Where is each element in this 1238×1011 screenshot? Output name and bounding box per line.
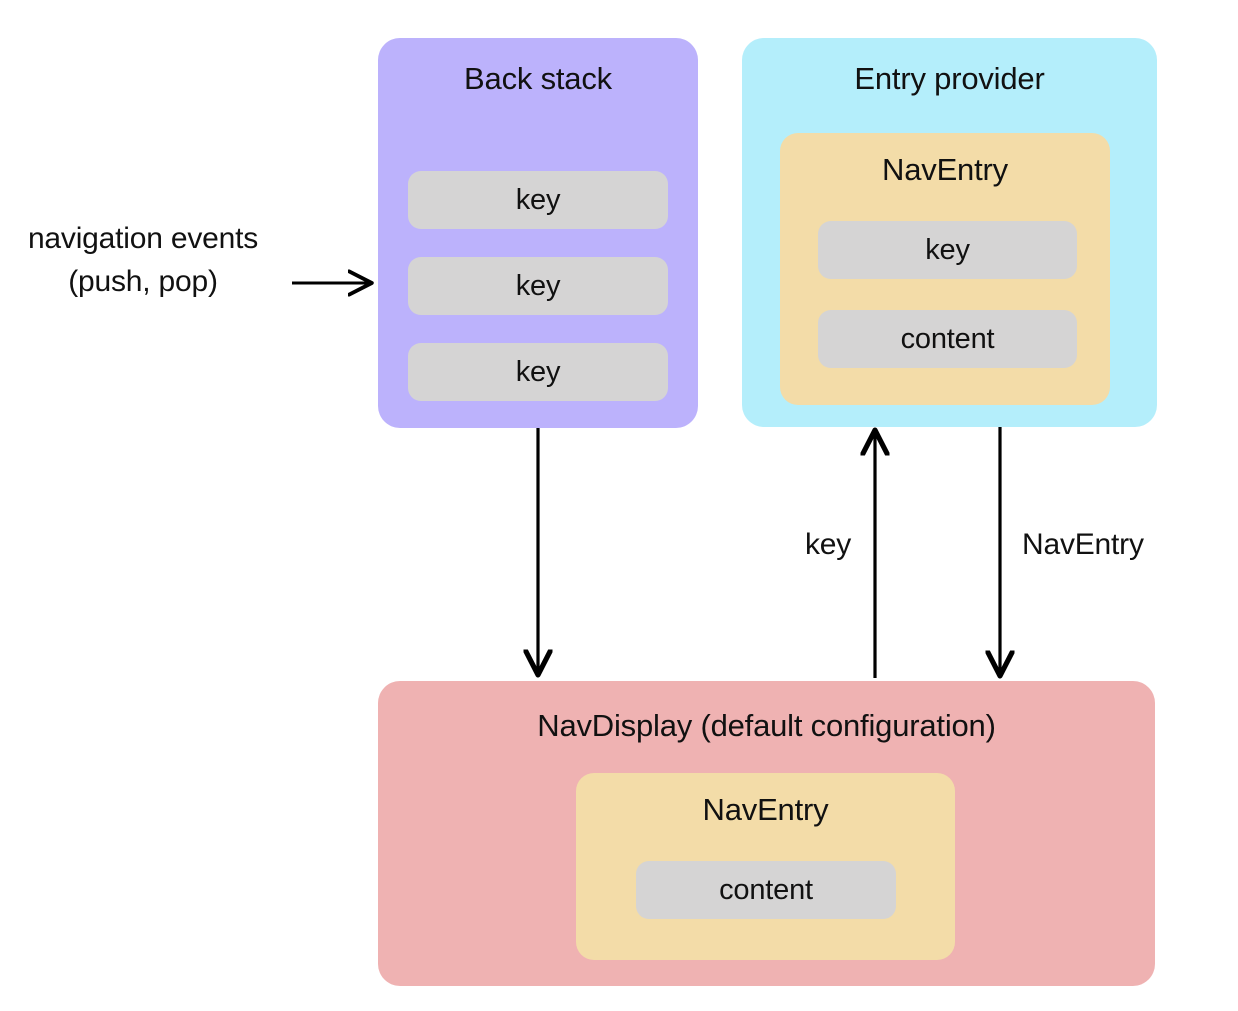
back-stack-title: Back stack bbox=[464, 61, 612, 96]
nav-display-nav-entry-title: NavEntry bbox=[702, 792, 829, 827]
entry-provider-nav-entry-title: NavEntry bbox=[882, 152, 1008, 187]
navigation-events-label-line2: (push, pop) bbox=[68, 265, 218, 298]
nav-display-nav-entry-box: NavEntry content bbox=[576, 773, 955, 960]
nav-display-title: NavDisplay (default configuration) bbox=[537, 708, 996, 743]
nav-display-box: NavDisplay (default configuration) NavEn… bbox=[378, 681, 1155, 986]
entry-provider-nav-entry-box: NavEntry key content bbox=[780, 133, 1110, 405]
entry-provider-key-pill: key bbox=[818, 221, 1077, 279]
edge-label-key: key bbox=[805, 528, 852, 561]
entry-provider-box: Entry provider NavEntry key content bbox=[742, 38, 1157, 427]
back-stack-box: Back stack key key key bbox=[378, 38, 698, 428]
back-stack-key-pill-3: key bbox=[408, 343, 668, 401]
entry-provider-content-pill: content bbox=[818, 310, 1077, 368]
navigation-events-label-line1: navigation events bbox=[27, 222, 259, 255]
entry-provider-title: Entry provider bbox=[854, 61, 1045, 96]
back-stack-key-pill-2: key bbox=[408, 257, 668, 315]
edge-label-nav-entry: NavEntry bbox=[1022, 528, 1144, 561]
back-stack-key-pill-1: key bbox=[408, 171, 668, 229]
nav-display-content-pill: content bbox=[636, 861, 896, 919]
